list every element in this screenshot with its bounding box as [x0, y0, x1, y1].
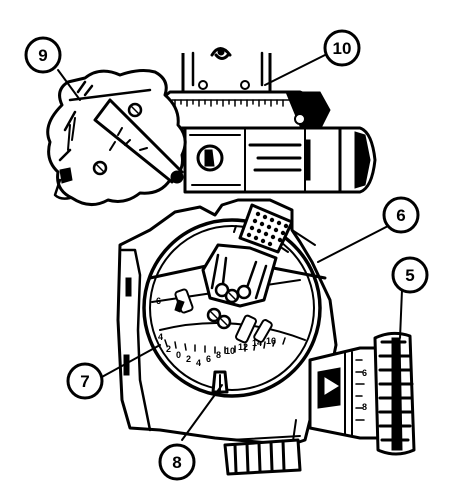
scale-number: 4: [196, 358, 201, 368]
top-rail: [160, 49, 330, 129]
scale-number: 16: [266, 336, 276, 346]
svg-text:6: 6: [362, 368, 367, 378]
elevation-knob: [48, 71, 185, 205]
callout-7: 7: [68, 364, 102, 398]
callout-10: 10: [325, 31, 359, 65]
callout-8: 8: [160, 445, 194, 479]
callout-label: 7: [80, 372, 89, 391]
svg-text:8: 8: [362, 402, 367, 412]
scale-number: 4: [158, 332, 163, 342]
scale-number: 0: [176, 350, 181, 360]
scale-number: 2: [186, 354, 191, 364]
bottom-knob: [225, 436, 300, 474]
callout-9: 9: [26, 38, 60, 72]
scale-number: 6: [206, 354, 211, 364]
scale-number: 2: [166, 344, 171, 354]
callout-label: 10: [333, 39, 352, 58]
callout-label: 5: [405, 266, 414, 285]
callout-6: 6: [384, 198, 418, 232]
callout-5: 5: [393, 258, 427, 292]
callout-label: 6: [396, 206, 405, 225]
scale-number: 10: [225, 346, 235, 356]
scale-number: 12: [238, 342, 248, 352]
scale-number: 8: [216, 350, 221, 360]
callout-label: 9: [38, 46, 47, 65]
telescope-tube: [185, 128, 375, 192]
callout-label: 8: [172, 453, 181, 472]
scale-number: 6: [156, 296, 161, 306]
